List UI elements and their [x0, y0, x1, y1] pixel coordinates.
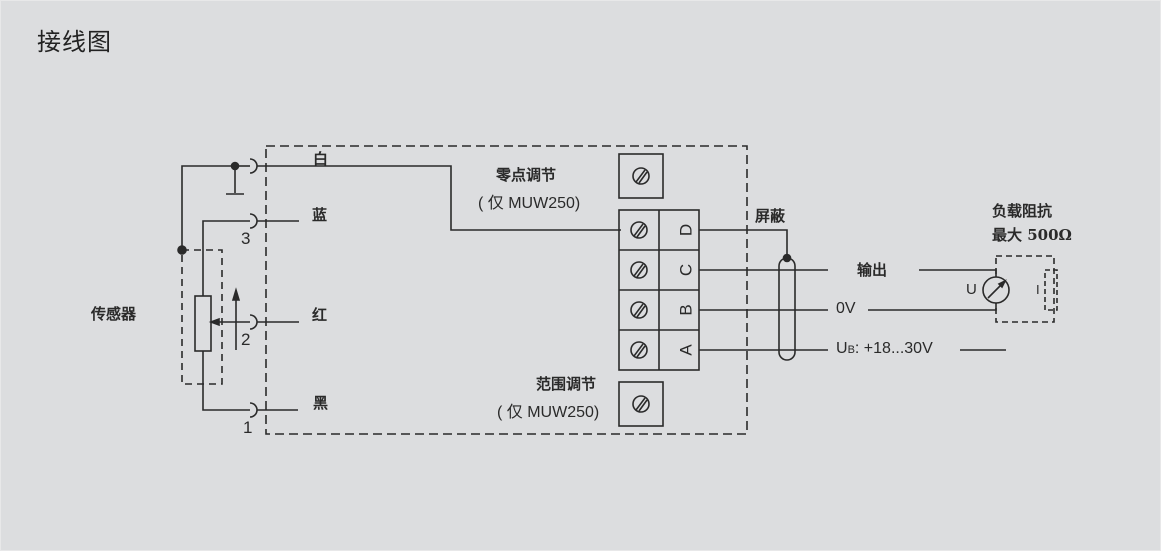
connector-blue	[249, 213, 258, 229]
screw-icon	[632, 395, 650, 413]
output-label: 输出	[857, 261, 888, 279]
screw-icon	[630, 261, 648, 279]
pin-number: 3	[241, 229, 251, 248]
zero-adjust-potentiometer	[618, 153, 664, 199]
wire-shield	[699, 229, 788, 258]
sensor-label: 传感器	[91, 305, 137, 323]
wire-label-blue: 蓝	[312, 206, 328, 224]
supply-value: : +18...30V	[854, 340, 933, 357]
terminal-label: B	[677, 304, 696, 315]
connector-white	[249, 158, 258, 174]
wiper-arrow-icon	[208, 317, 220, 327]
load-wire-bottom	[868, 300, 997, 311]
junction-dot	[177, 245, 187, 255]
sensor-wire-1	[202, 351, 250, 411]
wire-label-red: 红	[312, 306, 328, 324]
terminal-label: A	[677, 344, 696, 356]
sensor-shield-wire	[181, 165, 236, 250]
screw-icon	[632, 167, 650, 185]
load-wire-top	[919, 269, 997, 280]
meter-label: U	[966, 281, 977, 298]
load-max: 最大 500Ω	[992, 226, 1072, 244]
page-title: 接线图	[37, 28, 112, 56]
terminal-label: C	[677, 264, 696, 276]
connector-red	[249, 314, 258, 330]
supply-subscript: B	[847, 344, 855, 356]
module-enclosure	[265, 145, 748, 435]
pin-number: 1	[243, 418, 253, 437]
load-title: 负载阻抗	[992, 202, 1053, 220]
supply-prefix: U	[836, 340, 848, 357]
range-adjust-potentiometer	[618, 381, 664, 427]
screw-icon	[630, 341, 648, 359]
pin-number: 2	[241, 330, 251, 349]
sensor-enclosure	[181, 249, 223, 385]
wire-label-black: 黑	[313, 394, 329, 412]
shield-label: 屏蔽	[755, 207, 786, 225]
terminal-label: D	[677, 224, 696, 236]
current-label: I	[1036, 282, 1040, 297]
range-adjust-note: ( 仅 MUW250)	[497, 404, 600, 421]
range-adjust-title: 范围调节	[536, 375, 597, 393]
wire-label-white: 白	[313, 150, 329, 168]
cable-shield	[778, 257, 796, 361]
supply-voltage-label: UB: +18...30V	[836, 340, 933, 358]
connector-black	[249, 402, 258, 418]
zero-volt-label: 0V	[836, 300, 856, 317]
screw-icon	[630, 301, 648, 319]
wire-white	[257, 165, 621, 231]
zero-adjust-note: ( 仅 MUW250)	[478, 195, 581, 212]
zero-adjust-title: 零点调节	[496, 166, 557, 184]
screw-icon	[630, 221, 648, 239]
potentiometer	[194, 295, 212, 352]
sensor-wire-3	[202, 220, 250, 296]
load-resistor	[1044, 269, 1058, 311]
